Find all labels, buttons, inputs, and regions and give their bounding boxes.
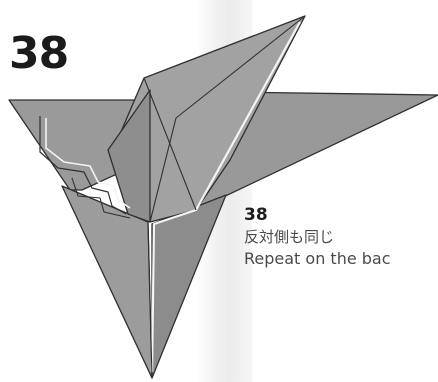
step-caption: 38 反対側も同じ Repeat on the bac xyxy=(244,204,438,269)
fold-line xyxy=(149,117,177,223)
fold-line xyxy=(175,15,306,119)
left-step-layers-inner xyxy=(45,118,131,209)
instruction-english: Repeat on the bac xyxy=(244,249,391,268)
left-step-layers-lower xyxy=(71,177,131,219)
left-step-layers xyxy=(39,116,127,215)
center-crease-highlight xyxy=(150,21,301,373)
step-number: 38 xyxy=(9,28,69,79)
instruction-japanese: 反対側も同じ xyxy=(244,228,335,246)
lower-body-right xyxy=(151,194,227,379)
caption-step-number: 38 xyxy=(244,205,268,225)
fold-line xyxy=(147,221,153,379)
inner-flap xyxy=(107,89,151,223)
